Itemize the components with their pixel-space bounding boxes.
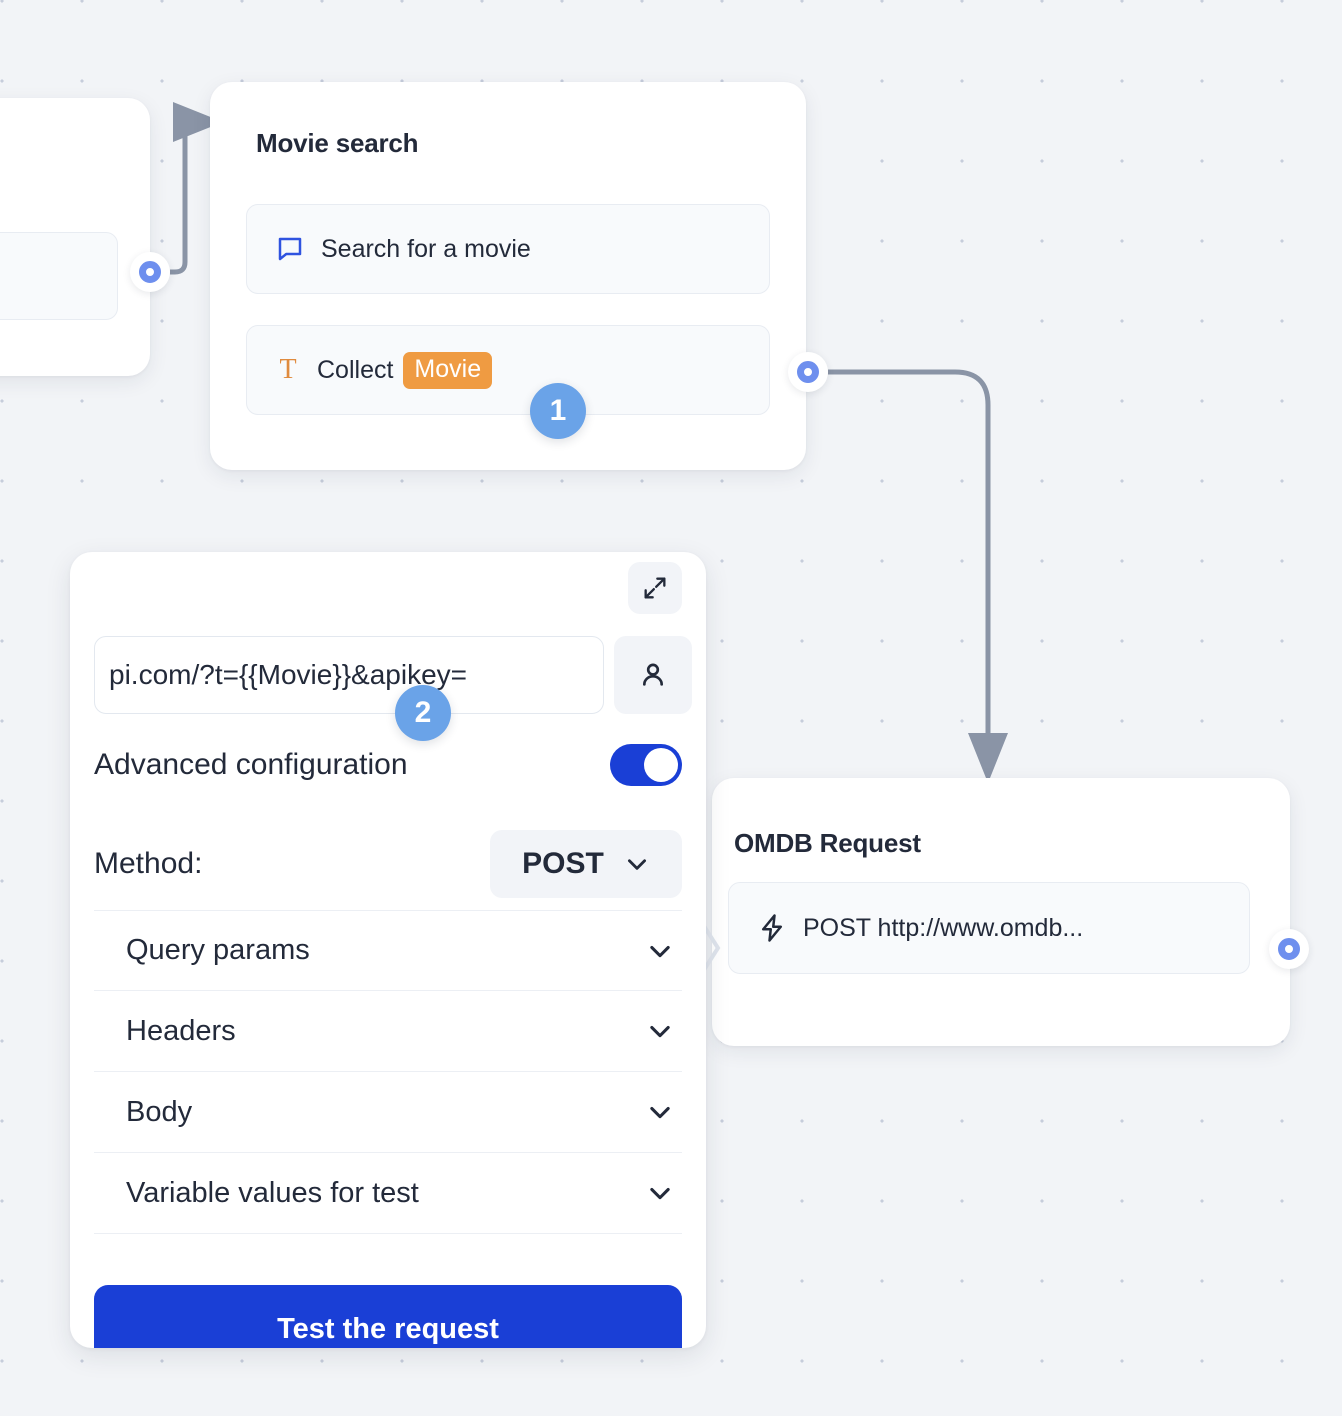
advanced-configuration-label: Advanced configuration	[94, 748, 408, 781]
text-type-icon: T	[279, 354, 297, 385]
previous-node-card[interactable]	[0, 98, 150, 376]
step-badge-1: 1	[530, 383, 586, 439]
chat-bubble-icon	[275, 234, 305, 264]
output-port-previous-node[interactable]	[130, 252, 170, 292]
chevron-down-icon[interactable]	[646, 1017, 674, 1045]
node-title-omdb-request: OMDB Request	[734, 828, 921, 858]
user-icon-button[interactable]	[614, 636, 692, 714]
node-row-search-for-a-movie[interactable]: Search for a movie	[246, 204, 770, 294]
chevron-down-icon[interactable]	[646, 1179, 674, 1207]
url-row	[94, 636, 692, 714]
node-omdb-request[interactable]: OMDB Request POST http://www.omdb...	[712, 778, 1290, 1046]
accordion-list: Query params Headers Body Variable value…	[94, 910, 682, 1234]
step-badge-2: 2	[395, 685, 451, 741]
method-value: POST	[522, 847, 604, 880]
chevron-down-icon[interactable]	[646, 1098, 674, 1126]
expand-arrows-icon-button[interactable]	[628, 562, 682, 614]
advanced-configuration-row: Advanced configuration	[94, 744, 682, 786]
variable-chip-movie[interactable]: Movie	[403, 351, 493, 389]
request-url-input[interactable]	[94, 636, 604, 714]
node-row-post-request[interactable]: POST http://www.omdb...	[728, 882, 1250, 974]
accordion-headers[interactable]: Headers	[94, 991, 682, 1072]
accordion-label: Headers	[126, 1014, 236, 1047]
method-row: Method: POST	[94, 830, 682, 898]
previous-node-row[interactable]	[0, 232, 118, 320]
node-row-collect-movie[interactable]: T Collect Movie	[246, 325, 770, 415]
input-port-omdb-request[interactable]	[700, 921, 722, 975]
accordion-body[interactable]: Body	[94, 1072, 682, 1153]
chevron-down-icon	[627, 859, 646, 870]
lightning-bolt-icon	[757, 913, 787, 943]
output-port-omdb-request[interactable]	[1269, 929, 1309, 969]
accordion-label: Variable values for test	[126, 1176, 419, 1209]
accordion-label: Body	[126, 1095, 193, 1128]
request-configuration-panel[interactable]: Advanced configuration Method: POST Quer…	[70, 552, 706, 1348]
chevron-down-icon[interactable]	[646, 937, 674, 965]
toggle-knob	[644, 748, 678, 782]
accordion-query-params[interactable]: Query params	[94, 910, 682, 991]
node-row-label: POST http://www.omdb...	[803, 913, 1084, 942]
method-select[interactable]: POST	[490, 830, 682, 898]
output-port-movie-search[interactable]	[788, 352, 828, 392]
advanced-configuration-toggle[interactable]	[610, 744, 682, 786]
test-the-request-button[interactable]: Test the request	[94, 1285, 682, 1348]
node-row-label: Search for a movie	[321, 234, 531, 263]
node-movie-search[interactable]: Movie search Search for a movie T Collec…	[210, 82, 806, 470]
accordion-label: Query params	[126, 934, 310, 966]
accordion-variable-values-for-test[interactable]: Variable values for test	[94, 1153, 682, 1234]
node-title-movie-search: Movie search	[256, 128, 419, 158]
node-row-label: Collect	[317, 355, 394, 384]
method-label: Method:	[94, 847, 203, 880]
